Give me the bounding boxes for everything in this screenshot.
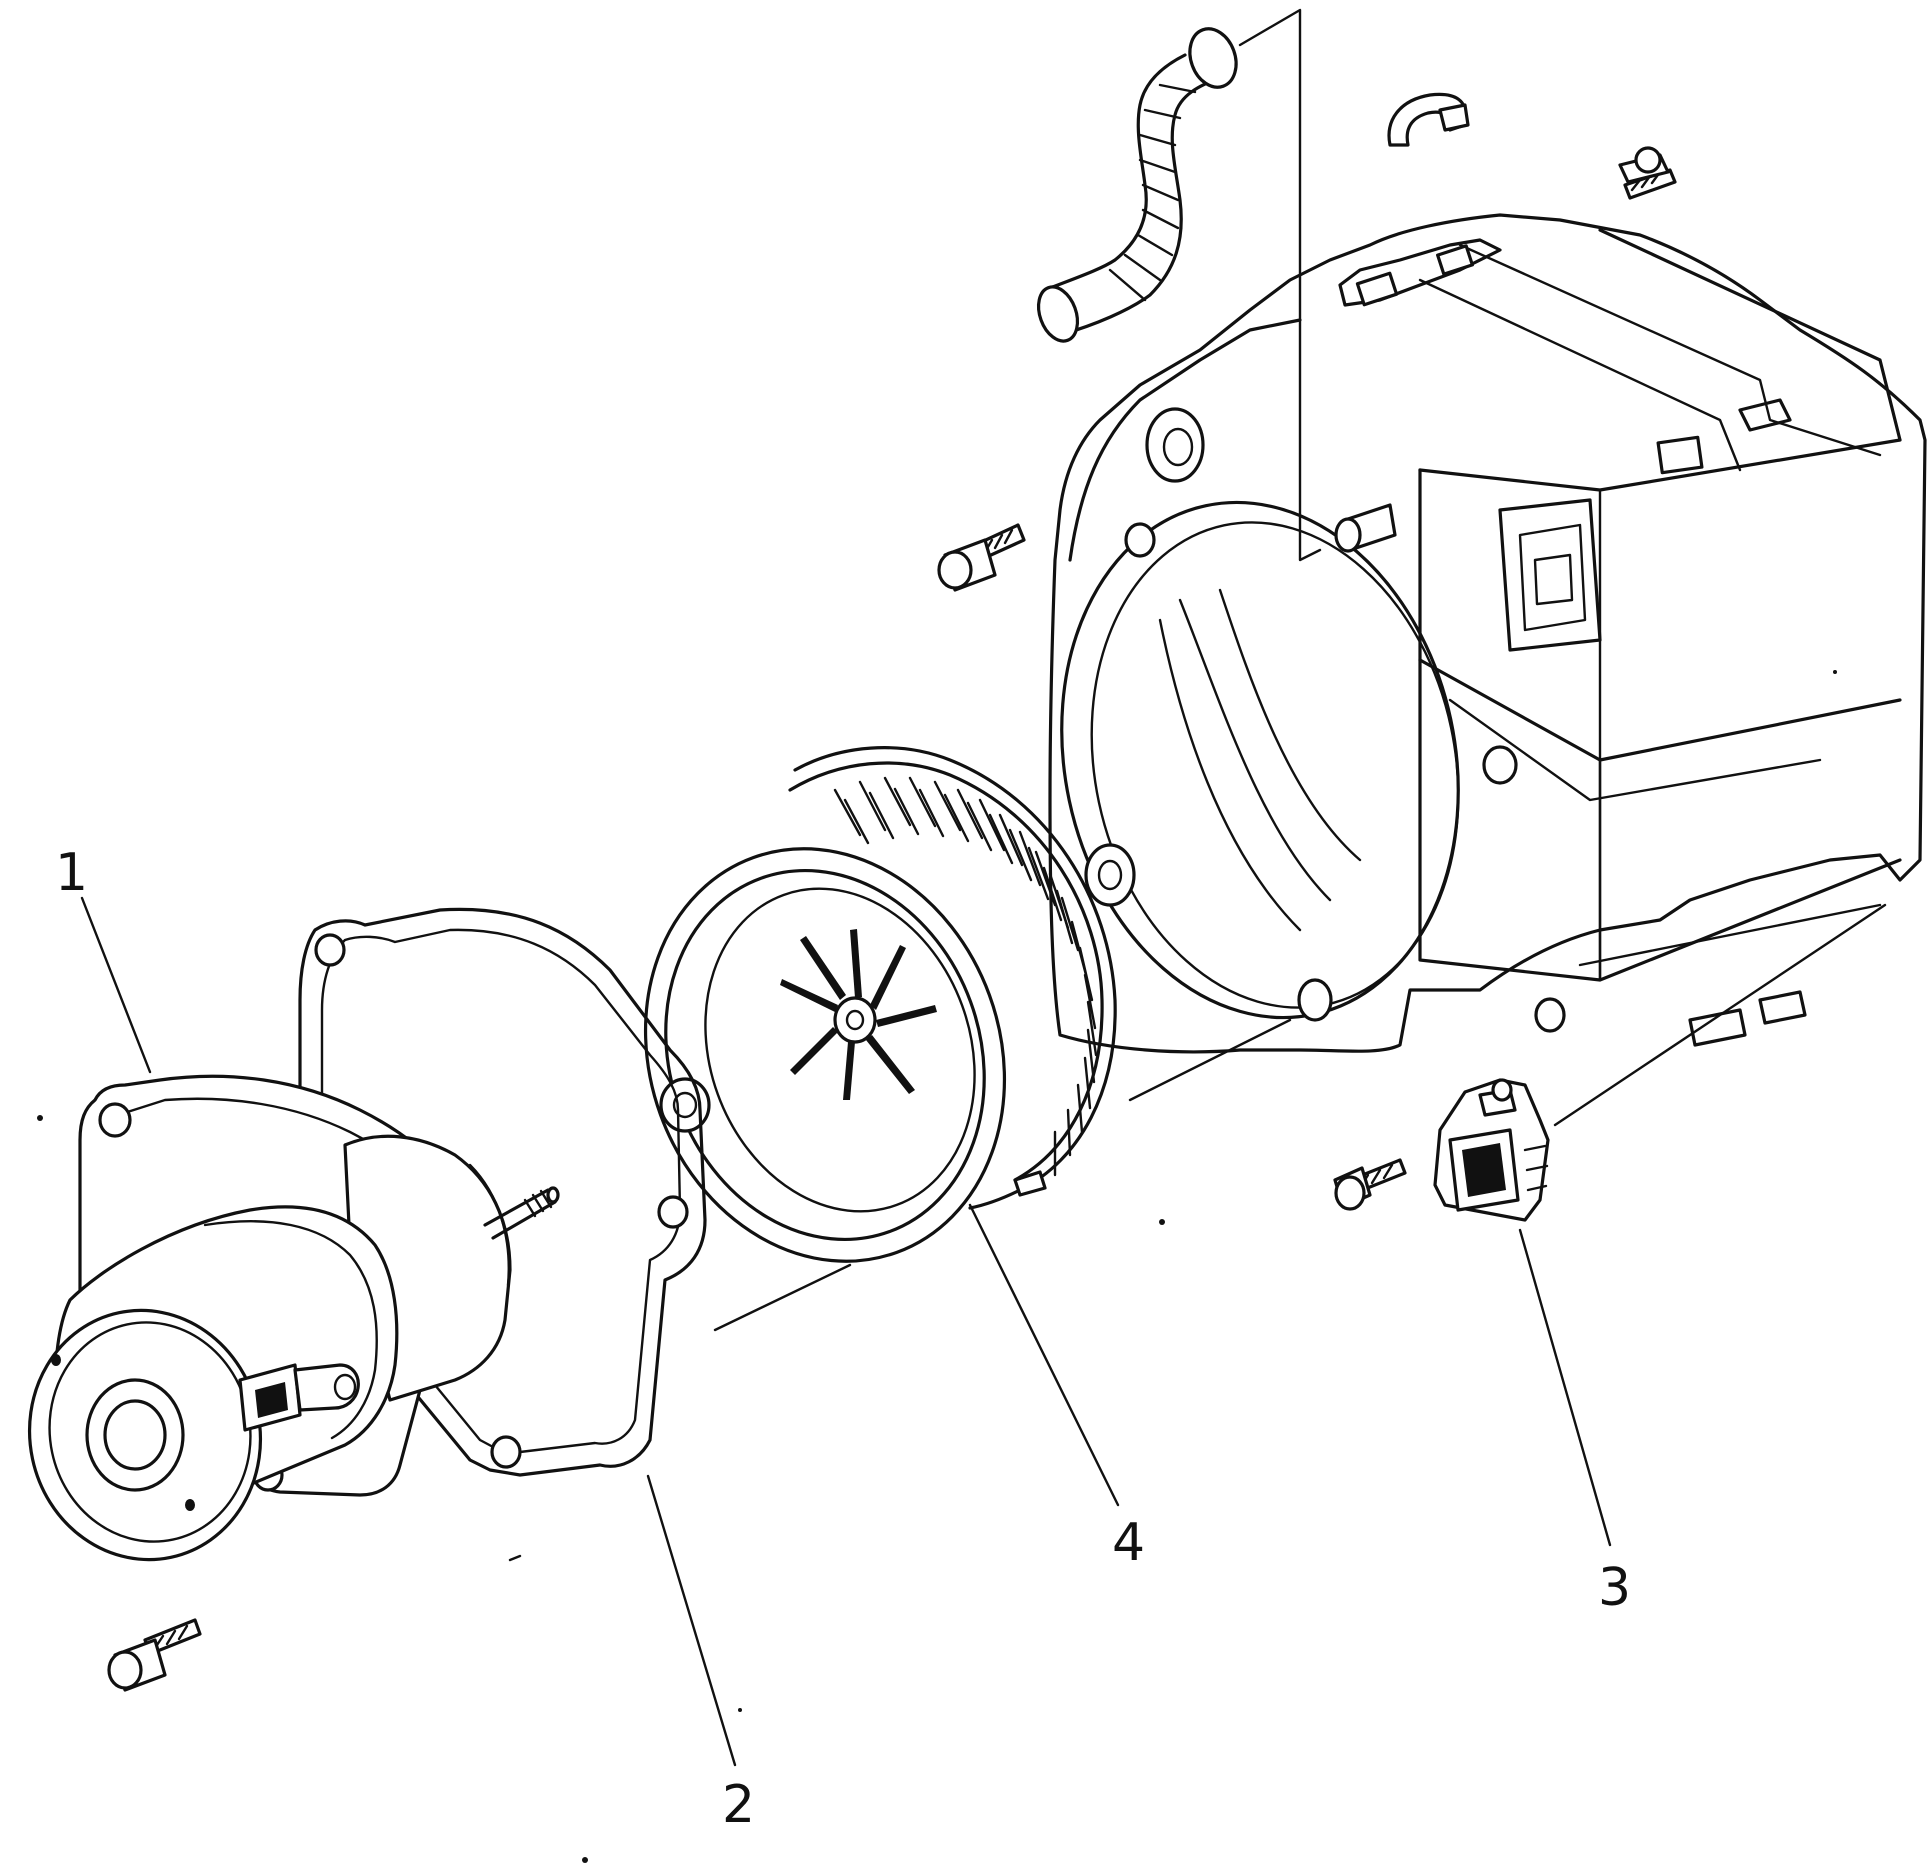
blower-resistor xyxy=(1433,1078,1550,1222)
blower-motor xyxy=(27,1074,560,1562)
callout-4: 4 xyxy=(1112,1513,1145,1573)
scan-specks xyxy=(37,670,1837,1863)
leader-2 xyxy=(646,1474,737,1767)
screw-motor xyxy=(107,1618,202,1692)
callout-labels: 1 2 3 4 xyxy=(55,843,1631,1835)
leader-1 xyxy=(80,896,152,1074)
screw-housing-left xyxy=(937,523,1026,592)
callout-1: 1 xyxy=(55,843,88,903)
callout-2: 2 xyxy=(722,1775,755,1835)
callout-3: 3 xyxy=(1598,1558,1631,1618)
assembly-center-lines xyxy=(508,8,1887,1562)
fan-hub xyxy=(780,929,937,1100)
leader-4 xyxy=(968,1203,1120,1507)
blower-housing xyxy=(1048,213,1927,1054)
leader-3 xyxy=(1518,1228,1612,1547)
hose-clip xyxy=(1387,92,1470,147)
grommet xyxy=(1084,843,1136,907)
screw-resistor xyxy=(1333,1158,1407,1211)
breather-hose xyxy=(1036,27,1238,343)
callout-leaders xyxy=(80,896,1612,1767)
screw-top-right xyxy=(1618,146,1677,200)
blower-fan-wheel xyxy=(643,746,1117,1263)
